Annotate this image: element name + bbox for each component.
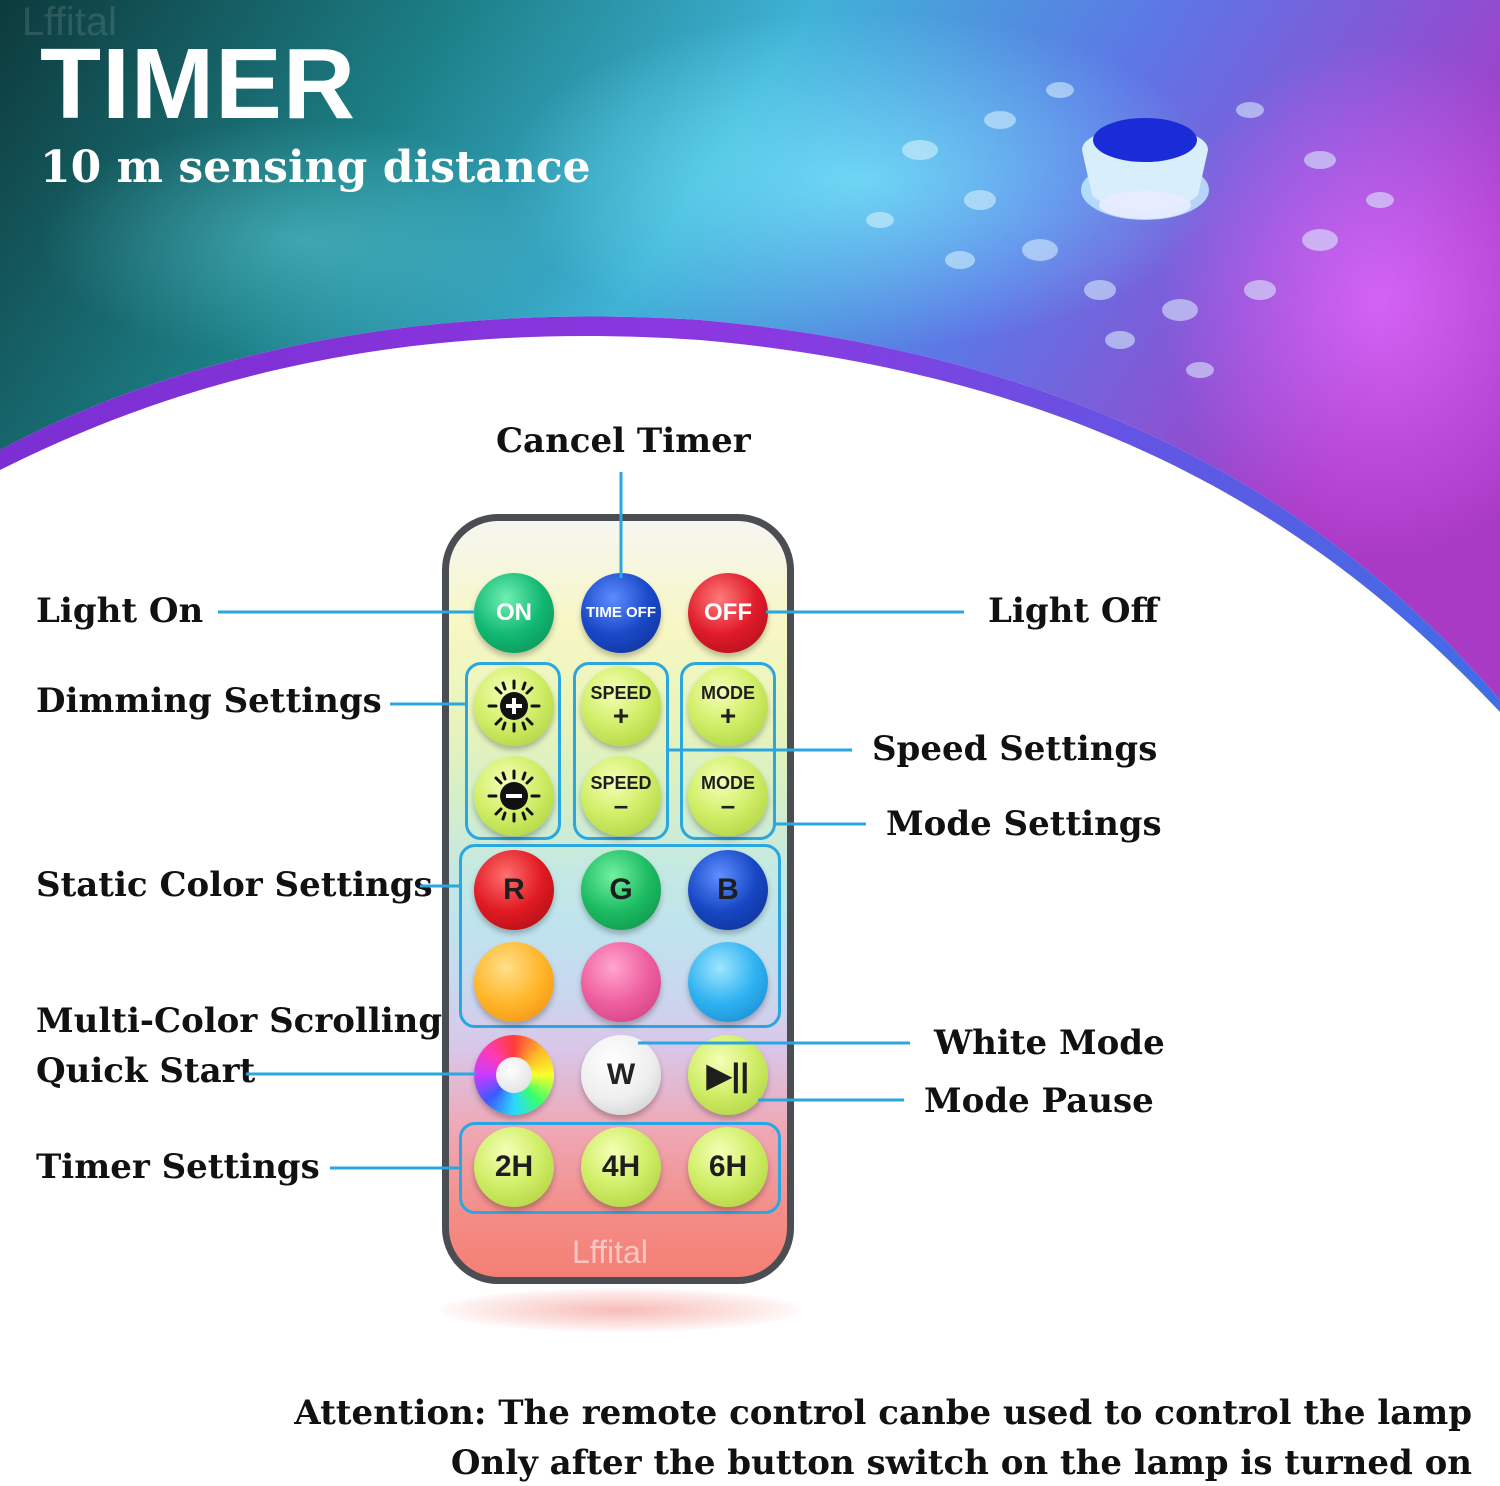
remote-logo: Lffital bbox=[572, 1234, 648, 1270]
attention-line-2: Only after the button switch on the lamp… bbox=[450, 1443, 1472, 1483]
dimming-group bbox=[465, 662, 561, 840]
label-dimming-settings: Dimming Settings bbox=[36, 681, 382, 721]
page-title: TIMER bbox=[40, 28, 357, 140]
lamp-icon bbox=[1081, 118, 1209, 220]
label-timer-settings: Timer Settings bbox=[36, 1147, 320, 1187]
speed-up-button[interactable]: SPEED + bbox=[581, 666, 661, 746]
time-off-button[interactable]: TIME OFF bbox=[581, 573, 661, 653]
brightness-down-button[interactable] bbox=[474, 756, 554, 836]
label-cancel-timer: Cancel Timer bbox=[496, 421, 751, 461]
label-static-color-settings: Static Color Settings bbox=[36, 865, 433, 905]
white-mode-button[interactable]: W bbox=[581, 1035, 661, 1115]
red-color-button[interactable]: R bbox=[474, 850, 554, 930]
mode-up-button[interactable]: MODE + bbox=[688, 666, 768, 746]
label-multi-color-scrolling: Multi-Color Scrolling bbox=[36, 1001, 443, 1041]
pink-color-button[interactable] bbox=[581, 942, 661, 1022]
brightness-up-icon bbox=[487, 679, 541, 733]
play-pause-icon: ▶|| bbox=[706, 1057, 750, 1093]
orange-color-button[interactable] bbox=[474, 942, 554, 1022]
watermark: Lffital bbox=[22, 0, 117, 44]
label-mode-pause: Mode Pause bbox=[924, 1081, 1154, 1121]
timer-4h-button[interactable]: 4H bbox=[581, 1127, 661, 1207]
label-white-mode: White Mode bbox=[934, 1023, 1165, 1063]
banner-background bbox=[0, 0, 1500, 712]
remote-shadow bbox=[440, 1288, 800, 1332]
speed-group bbox=[573, 662, 669, 840]
cyan-color-button[interactable] bbox=[688, 942, 768, 1022]
timer-6h-button[interactable]: 6H bbox=[688, 1127, 768, 1207]
static-color-group bbox=[459, 844, 781, 1028]
mode-down-button[interactable]: MODE – bbox=[688, 756, 768, 836]
brightness-down-icon bbox=[487, 769, 541, 823]
page-subtitle: 10 m sensing distance bbox=[40, 142, 591, 193]
label-quick-start: Quick Start bbox=[36, 1051, 256, 1091]
green-color-button[interactable]: G bbox=[581, 850, 661, 930]
multi-color-button[interactable] bbox=[474, 1035, 554, 1115]
rainbow-center-icon bbox=[496, 1057, 532, 1093]
timer-2h-button[interactable]: 2H bbox=[474, 1127, 554, 1207]
speed-down-button[interactable]: SPEED – bbox=[581, 756, 661, 836]
blue-color-button[interactable]: B bbox=[688, 850, 768, 930]
light-pattern bbox=[866, 82, 1394, 378]
label-light-off: Light Off bbox=[988, 591, 1159, 631]
play-pause-button[interactable]: ▶|| bbox=[688, 1035, 768, 1115]
off-button[interactable]: OFF bbox=[688, 573, 768, 653]
brightness-up-button[interactable] bbox=[474, 666, 554, 746]
label-mode-settings: Mode Settings bbox=[886, 804, 1162, 844]
on-button[interactable]: ON bbox=[474, 573, 554, 653]
label-speed-settings: Speed Settings bbox=[872, 729, 1158, 769]
label-light-on: Light On bbox=[36, 591, 204, 631]
attention-line-1: Attention: The remote control canbe used… bbox=[294, 1393, 1472, 1433]
